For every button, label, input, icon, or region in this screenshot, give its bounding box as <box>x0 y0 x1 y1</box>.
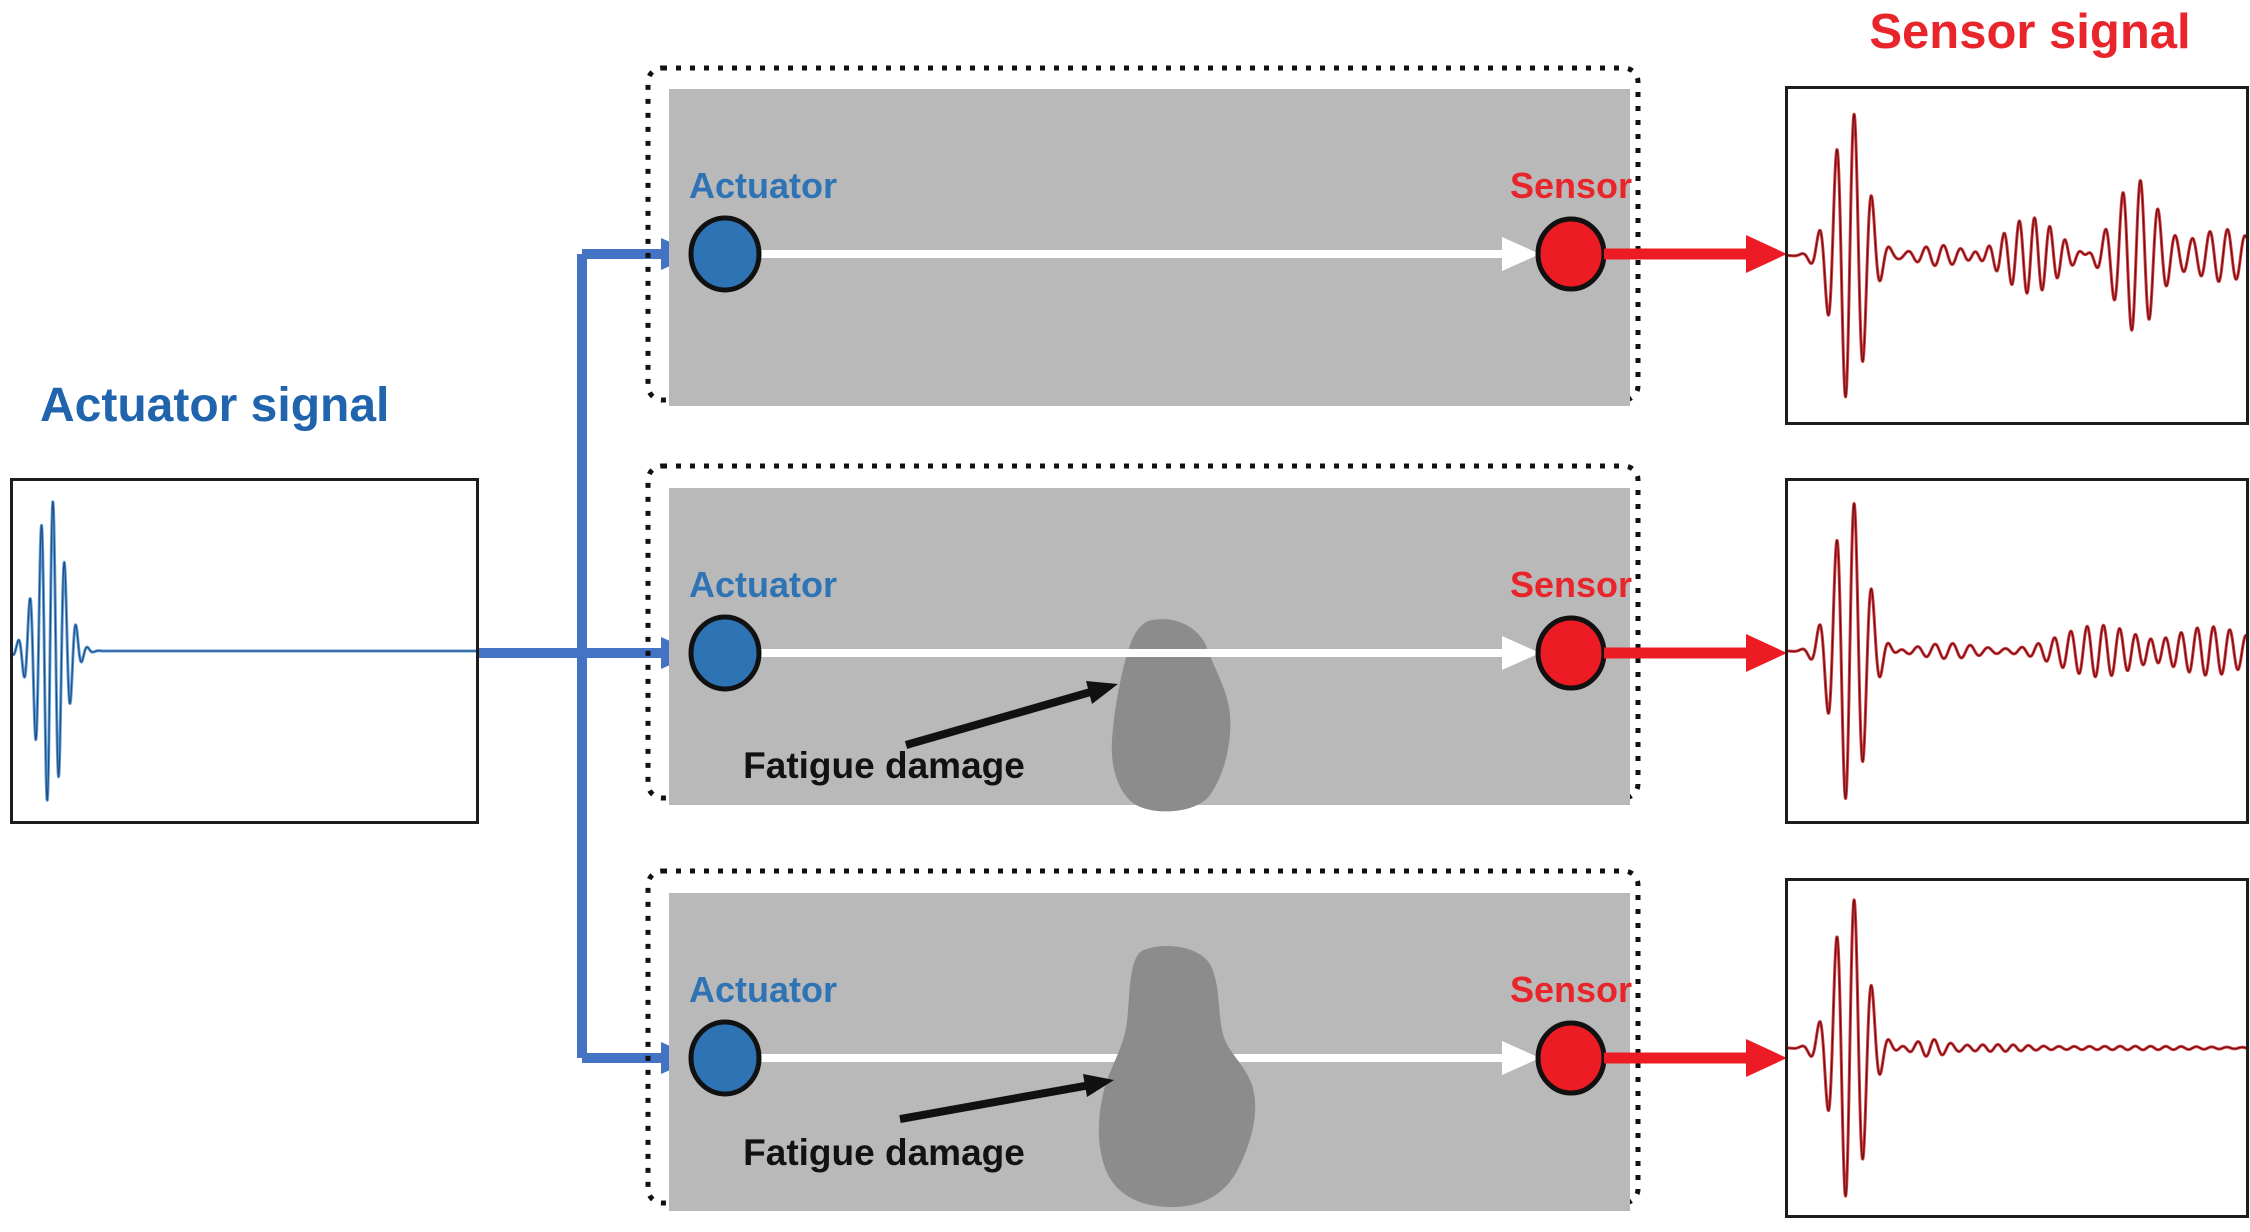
actuator-feed-connector <box>470 238 697 1074</box>
sensor-waveform-small-damage <box>1788 501 2246 801</box>
sensor-signal-title: Sensor signal <box>1869 5 2191 59</box>
plate-2-sensor-label: Sensor <box>1509 564 1633 605</box>
plate-3-actuator-label: Actuator <box>689 969 838 1010</box>
sensor-waveform-pristine <box>1788 112 2246 399</box>
plate-3-damage-arrowhead <box>1083 1074 1114 1097</box>
plate-2-dotted-outline <box>645 463 1641 801</box>
sensor-signal-plot-1 <box>1785 86 2249 425</box>
sensor-arrow-2-head <box>1746 634 1787 672</box>
plate-3-sensor-label: Sensor <box>1509 969 1633 1010</box>
plate-2-wave-arrowhead <box>1502 636 1540 670</box>
plate-2-sensor-disc <box>1535 615 1607 691</box>
plate-3-wave-arrowhead <box>1502 1041 1540 1075</box>
plate-1-sensor-disc <box>1535 216 1607 292</box>
plate-1-dotted-outline <box>645 65 1641 403</box>
waveform-trace <box>13 501 476 801</box>
sensor-waveform-large-damage <box>1788 898 2246 1198</box>
plate-3-sensor-disc <box>1535 1020 1607 1096</box>
plate-2-actuator-label: Actuator <box>689 564 838 605</box>
sensor-signal-plot-2 <box>1785 478 2249 824</box>
plate-1-sensor-label: Sensor <box>1509 165 1633 206</box>
plate-3-dotted-outline <box>645 868 1641 1206</box>
plate-1-actuator-disc <box>688 215 762 293</box>
actuator-waveform <box>13 500 476 802</box>
plate-pristine <box>645 65 1641 406</box>
waveform-trace <box>1788 899 2246 1197</box>
sensor-arrow-1-head <box>1746 235 1787 273</box>
plate-small-damage <box>645 463 1641 812</box>
plate-1-body <box>669 89 1630 406</box>
plate-2-actuator-disc <box>688 614 762 692</box>
plate-1-wave-arrowhead <box>1502 237 1540 271</box>
waveform-trace <box>1788 502 2246 800</box>
actuator-signal-plot <box>10 478 479 824</box>
sensor-arrow-3-head <box>1746 1039 1787 1077</box>
actuator-signal-title: Actuator signal <box>40 379 390 432</box>
sensor-output-arrows <box>1604 235 1787 1077</box>
plate-2-damage-arrowhead <box>1086 681 1118 704</box>
plate-3-damage-blob <box>1098 946 1256 1207</box>
connector-lines <box>470 249 666 1063</box>
sensor-signal-plot-3 <box>1785 878 2249 1218</box>
plate-3-damage-arrow-line <box>899 1081 1091 1123</box>
plate-1-actuator-label: Actuator <box>689 165 838 206</box>
waveform-trace <box>1788 113 2246 398</box>
plate-2-damage-label: Fatigue damage <box>743 745 1025 786</box>
plate-2-damage-blob <box>1111 619 1231 812</box>
plate-3-actuator-disc <box>688 1019 762 1097</box>
plate-3-damage-label: Fatigue damage <box>743 1132 1025 1173</box>
plate-2-damage-arrow-line <box>904 687 1096 749</box>
plate-large-damage <box>645 868 1641 1211</box>
